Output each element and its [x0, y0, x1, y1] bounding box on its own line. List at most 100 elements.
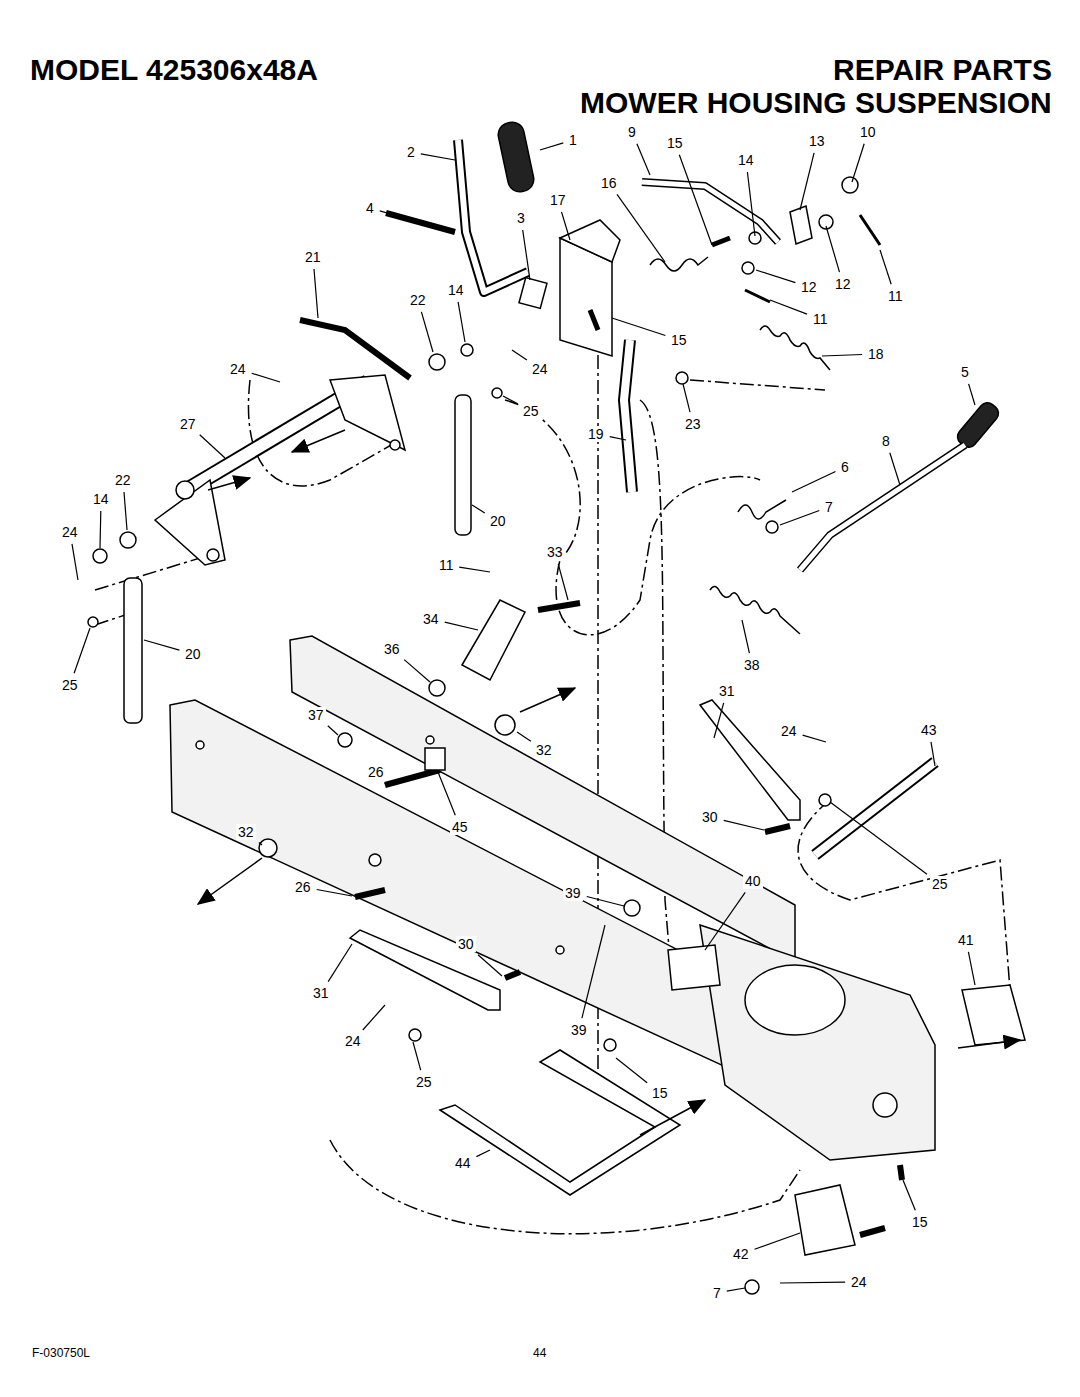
springs: [710, 586, 800, 634]
lift-shaft: [88, 320, 502, 627]
brackets: [745, 1280, 759, 1294]
springs: [760, 326, 830, 370]
callout-number: 1: [567, 132, 579, 148]
frame: [259, 839, 277, 857]
lift-shaft: [300, 320, 410, 378]
direction-arrows: [198, 858, 262, 904]
section-heading: REPAIR PARTS: [833, 53, 1052, 87]
callout-number: 38: [742, 657, 762, 673]
callout-number: 23: [683, 416, 703, 432]
callout-number: 3: [515, 210, 527, 226]
callout-number: 9: [626, 124, 638, 140]
leader-line: [314, 269, 318, 318]
leader-line: [780, 1282, 845, 1284]
pivot-block: [538, 603, 580, 610]
callout-number: 14: [446, 282, 466, 298]
leader-line: [517, 732, 531, 741]
leader-line: [413, 1042, 421, 1070]
springs: [738, 500, 786, 519]
callout-number: 37: [306, 707, 326, 723]
lift-lever: [800, 445, 965, 570]
leader-line: [683, 384, 690, 412]
leader-line: [714, 703, 724, 738]
callout-number: 20: [488, 513, 508, 529]
leader-line: [99, 511, 101, 548]
pivot-block: [338, 733, 352, 747]
callout-number: 44: [453, 1155, 473, 1171]
callout-number: 26: [293, 879, 313, 895]
callout-number: 24: [779, 723, 799, 739]
callout-number: 25: [930, 876, 950, 892]
brackets: [962, 985, 1025, 1045]
frame: [873, 1093, 897, 1117]
leader-line: [742, 620, 749, 653]
phantom-lines: [95, 555, 210, 625]
leader-line: [421, 154, 455, 160]
leader-line: [476, 1150, 490, 1157]
callout-number: 11: [811, 311, 830, 327]
callout-number: 6: [839, 459, 851, 475]
adjust-rod: [842, 177, 858, 193]
callout-number: 12: [833, 276, 853, 292]
leader-line: [617, 194, 665, 262]
callout-number: 15: [665, 135, 685, 151]
callout-number: 15: [669, 332, 689, 348]
leader-line: [792, 472, 836, 493]
phantom-lines: [798, 800, 1010, 990]
callout-number: 14: [736, 152, 756, 168]
callout-number: 24: [530, 361, 550, 377]
callout-number: 36: [382, 641, 402, 657]
lift-links: [455, 395, 471, 535]
callout-number: 10: [858, 124, 878, 140]
leader-line: [259, 843, 262, 846]
callout-number: 45: [450, 819, 470, 835]
leader-line: [800, 153, 814, 210]
leader-line: [512, 350, 527, 360]
leader-line: [969, 384, 975, 405]
frame: [355, 890, 385, 897]
leader-line: [445, 622, 478, 630]
frame: [425, 748, 445, 770]
lift-shaft: [120, 532, 136, 548]
front-links: [505, 826, 790, 978]
callout-number: 8: [880, 433, 892, 449]
lift-links: [124, 578, 142, 723]
lift-handle: [386, 120, 547, 308]
pivot-bracket: [560, 220, 620, 262]
callout-number: 22: [113, 472, 133, 488]
callout-number: 39: [569, 1022, 589, 1038]
lift-handle: [496, 120, 536, 194]
front-links: [700, 700, 800, 820]
pivot-bracket: [590, 310, 598, 330]
pivot-block: [462, 600, 525, 680]
leader-line: [826, 226, 840, 272]
lift-links: [124, 340, 688, 723]
callout-number: 27: [178, 416, 198, 432]
frame: [170, 700, 765, 1085]
model-number: MODEL 425306x48A: [30, 53, 318, 87]
lift-shaft: [429, 354, 445, 370]
leader-line: [747, 172, 755, 236]
frame: [369, 854, 381, 866]
leader-line: [200, 435, 225, 458]
leader-line: [587, 897, 624, 907]
leader-line: [421, 312, 433, 352]
lift-handle: [458, 140, 528, 292]
leader-line: [727, 1288, 745, 1291]
pivot-block: [495, 715, 515, 735]
front-links: [668, 945, 720, 990]
callout-number: 22: [408, 292, 428, 308]
adjust-rod: [712, 238, 730, 245]
leader-line: [756, 270, 795, 283]
callout-number: 7: [823, 499, 835, 515]
callout-number: 26: [366, 764, 386, 780]
callout-number: 24: [60, 524, 80, 540]
brackets: [795, 1185, 855, 1255]
direction-arrows: [958, 1040, 1020, 1048]
leader-line: [74, 628, 90, 673]
lift-lever: [800, 445, 965, 570]
leader-line: [770, 300, 807, 314]
callout-number: 13: [807, 133, 827, 149]
adjust-rod: [790, 206, 812, 244]
leader-line: [458, 302, 465, 342]
